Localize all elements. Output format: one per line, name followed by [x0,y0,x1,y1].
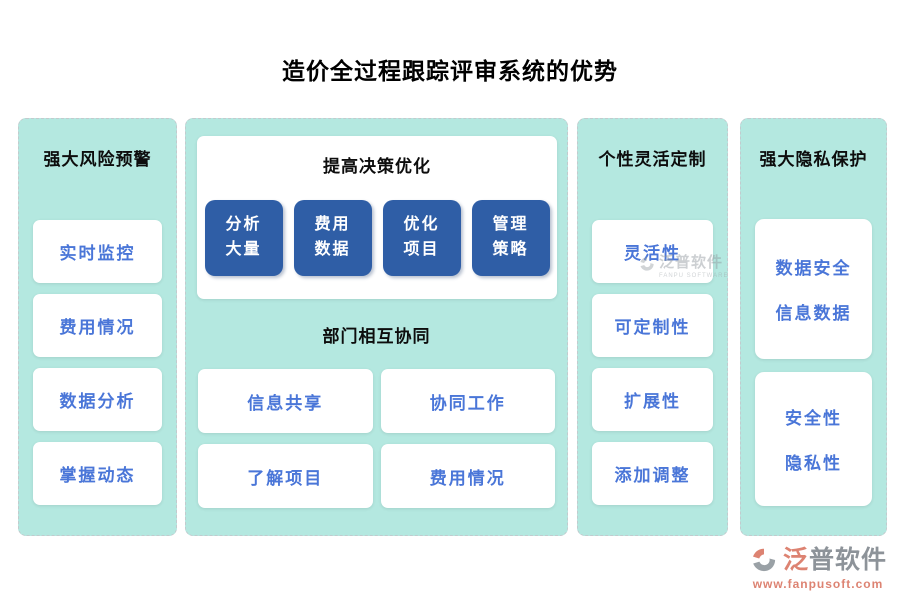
list-item: 掌握动态 [33,442,162,505]
decision-box-line: 分析 [225,216,262,234]
panel-risk-warning: 强大风险预警 实时监控 费用情况 数据分析 掌握动态 [18,118,177,536]
decision-box: 管理 策略 [471,200,550,276]
decision-title: 提高决策优化 [323,157,431,176]
list-item: 灵活性 [592,220,713,283]
privacy-card-line: 隐私性 [785,454,842,473]
customization-card-list: 灵活性 可定制性 扩展性 添加调整 [592,220,713,505]
list-item: 协同工作 [380,369,555,433]
risk-card-list: 实时监控 费用情况 数据分析 掌握动态 [33,220,162,505]
brand-name-accent: 泛 [782,545,809,574]
panel-privacy: 强大隐私保护 数据安全 信息数据 安全性 隐私性 [740,118,887,536]
decision-card: 提高决策优化 分析 大量 费用 数据 优化 项目 管理 策略 [197,136,557,299]
decision-box: 优化 项目 [382,200,461,276]
list-item: 信息共享 [198,369,373,433]
brand-name-rest: 普软件 [808,545,887,574]
panel-customization: 个性灵活定制 灵活性 可定制性 扩展性 添加调整 [577,118,728,536]
list-item: 添加调整 [592,442,713,505]
decision-box-line: 策略 [492,241,529,258]
fanpu-logo-icon [749,545,779,575]
privacy-title: 强大隐私保护 [759,150,868,169]
fanpu-footer-logo: 泛普软件 www.fanpusoft.com [749,545,887,591]
decision-box-line: 数据 [314,241,351,258]
list-item: 实时监控 [33,220,162,283]
panel-center: 提高决策优化 分析 大量 费用 数据 优化 项目 管理 策略 部门相互协同 信息… [185,118,568,536]
privacy-card-line: 信息数据 [775,304,852,323]
collaboration-title: 部门相互协同 [322,327,431,346]
decision-box-line: 项目 [403,241,440,258]
list-item: 可定制性 [592,294,713,357]
decision-box: 分析 大量 [204,200,283,276]
list-item: 了解项目 [198,444,373,508]
panel-risk-title: 强大风险预警 [43,150,152,169]
decision-box-line: 管理 [492,216,529,234]
decision-box: 费用 数据 [293,200,372,276]
list-item: 扩展性 [592,368,713,431]
list-item: 安全性 隐私性 [755,372,872,506]
list-item: 费用情况 [33,294,162,357]
privacy-card-line: 安全性 [785,409,842,428]
decision-box-row: 分析 大量 费用 数据 优化 项目 管理 策略 [197,200,557,276]
collaboration-card-grid: 信息共享 协同工作 了解项目 费用情况 [198,369,555,508]
decision-box-line: 优化 [403,216,440,234]
customization-title: 个性灵活定制 [598,150,707,169]
privacy-card-list: 数据安全 信息数据 安全性 隐私性 [755,219,872,506]
page-title: 造价全过程跟踪评审系统的优势 [282,58,618,84]
decision-box-line: 大量 [225,241,262,258]
list-item: 费用情况 [380,444,555,508]
privacy-card-line: 数据安全 [775,259,852,278]
list-item: 数据分析 [33,368,162,431]
brand-url: www.fanpusoft.com [752,577,884,591]
list-item: 数据安全 信息数据 [755,219,872,359]
decision-box-line: 费用 [314,216,351,234]
